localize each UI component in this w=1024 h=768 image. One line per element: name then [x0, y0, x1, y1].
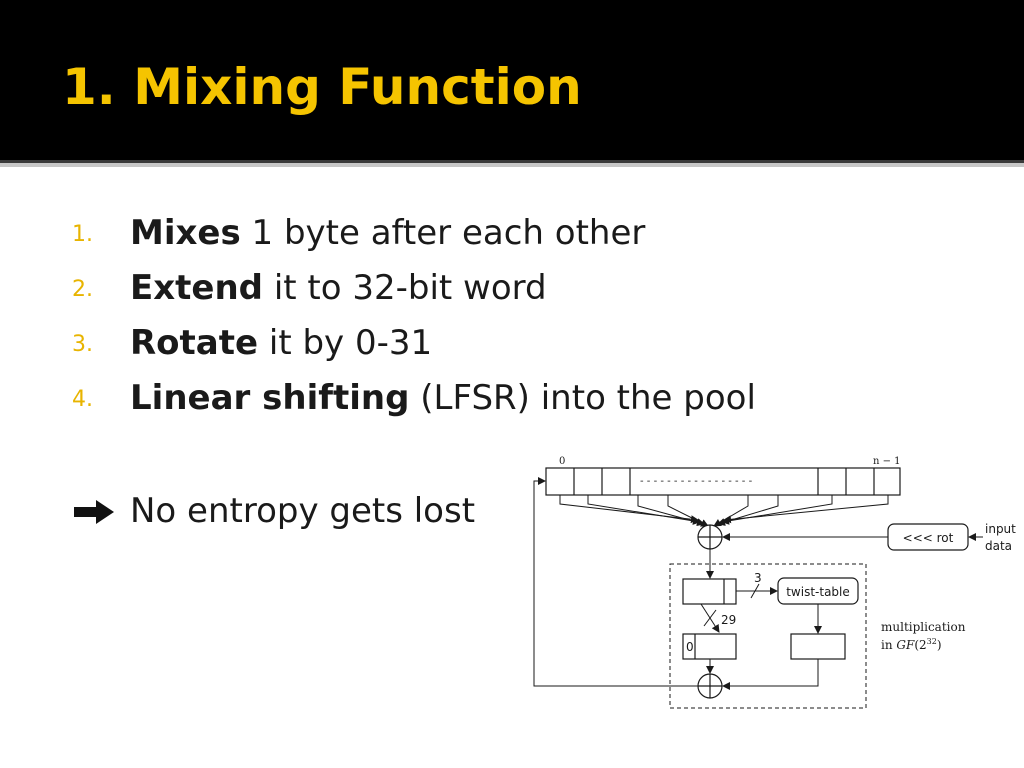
list-item-keyword: Rotate	[130, 323, 259, 363]
entropy-pool: 0 n − 1 - - - - - - - - - - - - - - - - …	[545, 456, 901, 496]
list-item-text: Extend it to 32-bit word	[130, 265, 547, 311]
zero-bit-label: 0	[686, 640, 694, 654]
list-item-rest: (LFSR) into the pool	[409, 378, 756, 418]
rotate-label: <<< rot	[903, 531, 954, 545]
list-item-text: Mixes 1 byte after each other	[130, 210, 645, 256]
title-divider-dark	[0, 160, 1024, 163]
list-item-rest: it to 32-bit word	[263, 268, 547, 308]
twist-to-xor-arrow	[722, 659, 819, 690]
title-divider-light	[0, 163, 1024, 167]
list-item-text: Linear shifting (LFSR) into the pool	[130, 375, 756, 421]
title-bar: 1. Mixing Function	[0, 0, 1024, 160]
word-register	[682, 578, 737, 605]
right-arrow-icon	[74, 500, 114, 524]
pool-register	[545, 467, 901, 496]
input-label-line-1: input	[985, 522, 1016, 536]
tap-lines	[559, 495, 889, 527]
galois-field-exponent: 32	[927, 637, 937, 646]
galois-field-symbol: GF	[896, 638, 915, 652]
pool-end-label: n − 1	[873, 456, 901, 467]
twist-table-label: twist-table	[786, 585, 850, 599]
conclusion-text: No entropy gets lost	[130, 491, 476, 531]
xor-node-top	[697, 524, 723, 550]
shift-3-label: 3	[754, 571, 762, 585]
multiplication-label: multiplication	[881, 620, 966, 634]
shift-29-label: 29	[721, 613, 736, 627]
list-item-number: 2.	[72, 277, 93, 302]
list-item-keyword: Mixes	[130, 213, 241, 253]
galois-field-close: )	[937, 638, 942, 652]
slide-title: 1. Mixing Function	[62, 58, 582, 116]
galois-field-label: in GF(232)	[881, 637, 942, 652]
pool-start-label: 0	[559, 456, 565, 467]
list-item-number: 3.	[72, 332, 93, 357]
bus-slash-3	[750, 583, 760, 599]
galois-field-open: (2	[914, 638, 926, 652]
list-item-number: 1.	[72, 222, 93, 247]
twist-block	[669, 563, 867, 709]
feedback-line	[533, 477, 698, 687]
input-label-line-2: data	[985, 539, 1012, 553]
bus-slash-29	[703, 609, 717, 627]
list-item-keyword: Extend	[130, 268, 264, 308]
mixing-function-diagram: 0 n − 1 - - - - - - - - - - - - - - - - …	[533, 456, 1016, 709]
list-item-rest: 1 byte after each other	[240, 213, 646, 253]
xor-node-bottom	[697, 673, 723, 699]
list-item-rest: it by 0-31	[258, 323, 433, 363]
list-item-keyword: Linear shifting	[130, 378, 410, 418]
pool-dots: - - - - - - - - - - - - - - - - -	[640, 476, 753, 487]
list-item-text: Rotate it by 0-31	[130, 320, 432, 366]
galois-field-prefix: in	[881, 638, 896, 652]
shifted-register	[682, 633, 737, 660]
list-item-number: 4.	[72, 387, 93, 412]
twist-output-register	[790, 633, 846, 660]
